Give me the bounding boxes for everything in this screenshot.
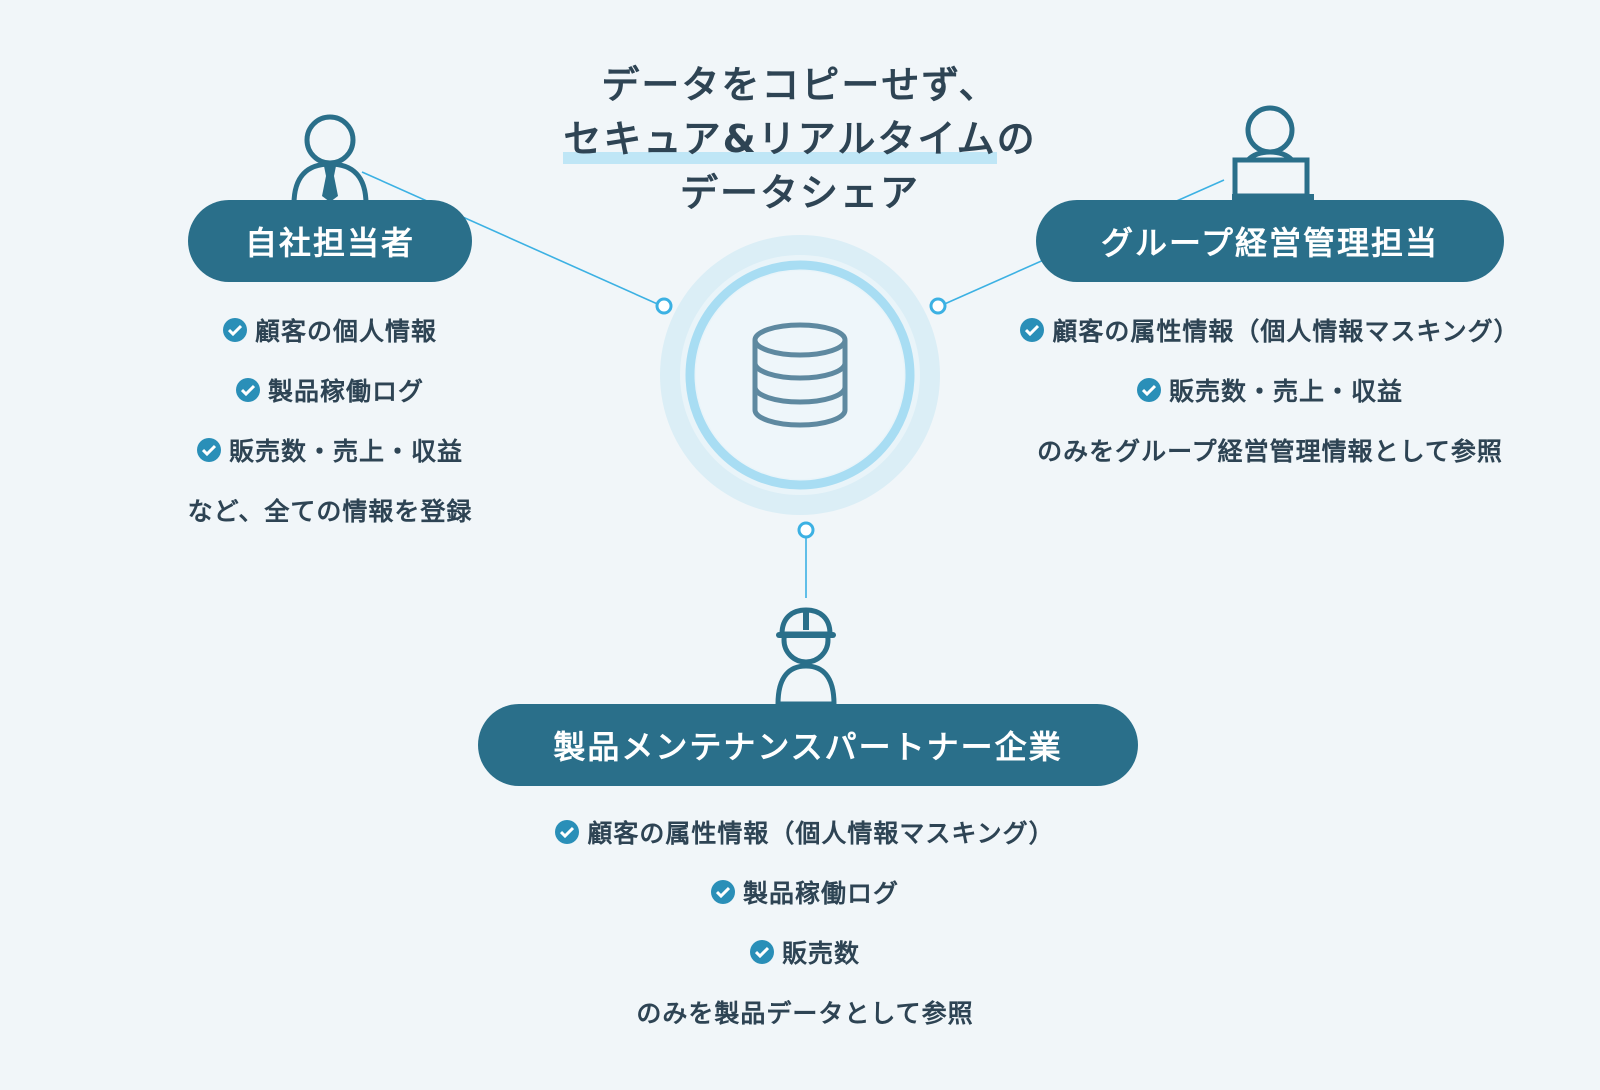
group-label-bottom: 製品メンテナンスパートナー企業 <box>478 704 1138 786</box>
diagram-title: データをコピーせず、 セキュア&リアルタイムの データシェア <box>400 58 1200 220</box>
person-at-laptop-icon <box>1232 105 1314 200</box>
list-item: 顧客の個人情報 <box>120 300 540 360</box>
title-line-1: データをコピーせず、 <box>601 63 999 107</box>
list-item: 製品稼働ログ <box>480 862 1130 922</box>
list-item-text: 販売数・売上・収益 <box>1168 377 1403 406</box>
list-item-text: 製品稼働ログ <box>742 879 899 908</box>
database-icon <box>752 322 848 428</box>
list-item: 顧客の属性情報（個人情報マスキング） <box>960 300 1580 360</box>
list-item: 製品稼働ログ <box>120 360 540 420</box>
list-item-text: 販売数・売上・収益 <box>228 437 463 466</box>
connector-left <box>361 171 663 307</box>
list-item: 販売数・売上・収益 <box>120 420 540 480</box>
check-circle-icon <box>749 940 774 964</box>
list-item: 販売数・売上・収益 <box>960 360 1580 420</box>
list-note: のみをグループ経営管理情報として参照 <box>1037 437 1503 466</box>
check-circle-icon <box>235 378 260 402</box>
check-circle-icon <box>196 438 221 462</box>
list-note: など、全ての情報を登録 <box>187 497 473 526</box>
data-hub <box>660 235 940 515</box>
connector-dot-left <box>655 297 673 315</box>
check-circle-icon <box>222 318 247 342</box>
check-circle-icon <box>1136 378 1161 402</box>
hub-inner-ring <box>685 260 915 490</box>
list-item-text: 顧客の属性情報（個人情報マスキング） <box>1052 317 1520 346</box>
connector-dot-right <box>929 297 947 315</box>
group-list-right: 顧客の属性情報（個人情報マスキング） 販売数・売上・収益 のみをグループ経営管理… <box>960 300 1580 480</box>
group-label-right: グループ経営管理担当 <box>1036 200 1504 282</box>
title-line-2-suffix: の <box>996 117 1037 161</box>
list-note: のみを製品データとして参照 <box>636 999 974 1028</box>
check-circle-icon <box>1020 318 1045 342</box>
check-circle-icon <box>555 820 580 844</box>
connector-dot-bottom <box>797 521 815 539</box>
list-item-text: 製品稼働ログ <box>267 377 424 406</box>
list-item-text: 販売数 <box>781 939 860 968</box>
list-item-text: 顧客の個人情報 <box>254 317 437 346</box>
group-list-bottom: 顧客の属性情報（個人情報マスキング） 製品稼働ログ 販売数 のみを製品データとし… <box>480 802 1130 1042</box>
title-line-2: セキュア&リアルタイムの <box>400 112 1200 166</box>
group-list-left: 顧客の個人情報 製品稼働ログ 販売数・売上・収益 など、全ての情報を登録 <box>120 300 540 540</box>
check-circle-icon <box>710 880 735 904</box>
hub-core <box>696 271 904 479</box>
list-item: 顧客の属性情報（個人情報マスキング） <box>480 802 1130 862</box>
list-item: 販売数 <box>480 922 1130 982</box>
title-line-3: データシェア <box>679 171 920 215</box>
list-item-text: 顧客の属性情報（個人情報マスキング） <box>587 819 1055 848</box>
title-highlight: セキュア&リアルタイム <box>563 112 997 166</box>
title-highlight-text: セキュア&リアルタイム <box>563 117 997 161</box>
person-with-tie-icon <box>291 114 369 204</box>
group-label-left: 自社担当者 <box>188 200 472 282</box>
worker-with-hardhat-icon <box>775 607 837 704</box>
